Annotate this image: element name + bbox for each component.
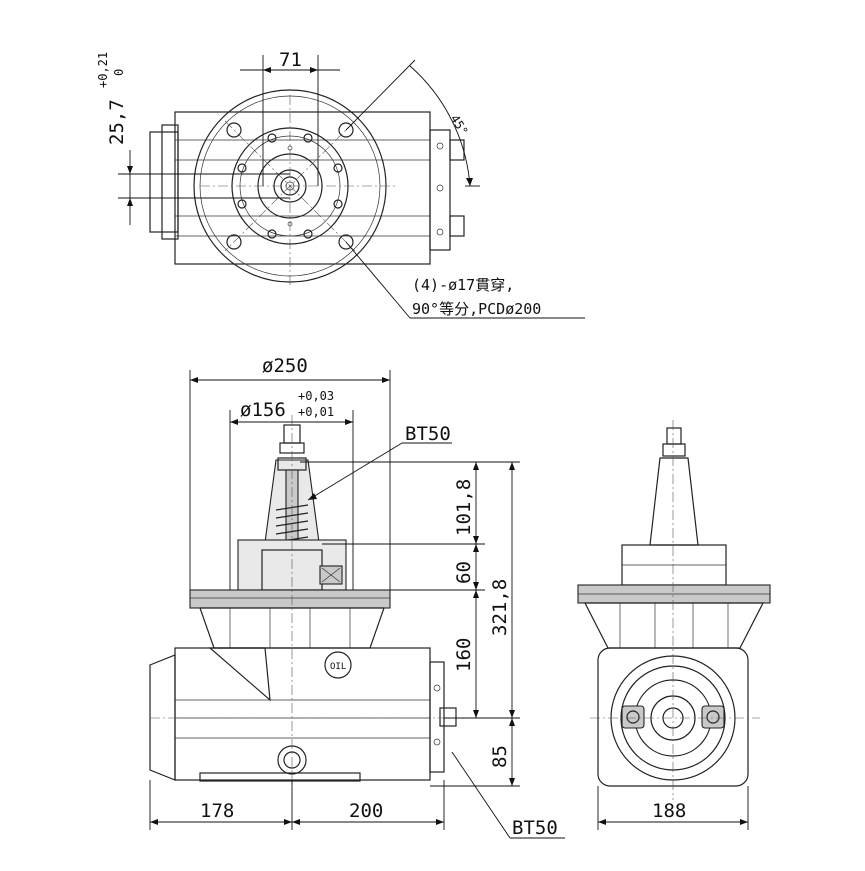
dim-71: 71 [279, 49, 302, 71]
top-body [174, 111, 431, 265]
note-line-2: 90°等分,PCDø200 [412, 300, 541, 318]
through-hole [338, 234, 354, 250]
side-bt50-taper [649, 457, 699, 546]
dim-257-tol-upper: +0,21 [96, 52, 110, 88]
dim-188: 188 [652, 800, 686, 822]
angle-45: 45° [447, 112, 470, 138]
dim-60: 60 [453, 561, 475, 584]
through-hole [226, 234, 242, 250]
oil-label: OIL [330, 662, 346, 672]
dim-257: 25,7 [106, 99, 128, 145]
note-line-1: (4)-ø17貫穿, [412, 276, 514, 294]
top-right-bolt-lower [449, 215, 465, 237]
top-right-plate [429, 129, 451, 251]
side-view [577, 420, 771, 830]
top-view [118, 55, 585, 319]
through-hole [226, 122, 242, 138]
dim-200: 200 [349, 800, 383, 822]
dim-3218: 321,8 [489, 579, 511, 636]
oil-plug [324, 651, 352, 679]
dia-156: ø156 [240, 399, 286, 421]
top-left-flange-inner [161, 124, 179, 240]
dim-178: 178 [200, 800, 234, 822]
lower-body [174, 647, 431, 781]
dia-156-tol-upper: +0,03 [298, 389, 334, 403]
dim-257-tol-lower: 0 [112, 69, 126, 76]
label-bt50-bottom: BT50 [512, 817, 558, 839]
through-hole [338, 122, 354, 138]
dia-250: ø250 [262, 355, 308, 377]
top-left-flange [149, 131, 179, 233]
dim-160: 160 [453, 638, 475, 672]
disk-plate [189, 589, 391, 609]
dim-85: 85 [489, 745, 511, 768]
dia-156-tol-lower: +0,01 [298, 405, 334, 419]
front-view [149, 370, 565, 839]
dim-1018: 101,8 [453, 479, 475, 536]
top-right-bolt-upper [449, 139, 465, 161]
label-bt50-top: BT50 [405, 423, 451, 445]
